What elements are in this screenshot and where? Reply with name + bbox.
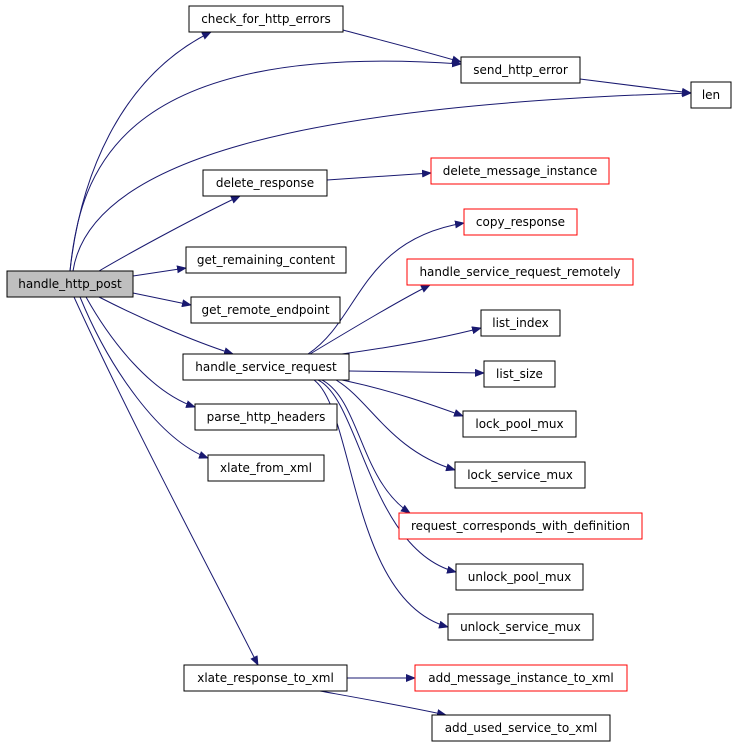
edge-handle_http_post-to-parse_http_headers bbox=[85, 296, 196, 408]
node-box bbox=[207, 454, 325, 482]
node-box bbox=[188, 5, 344, 33]
edge-handle_http_post-to-get_remote_endpoint bbox=[132, 292, 192, 308]
node-label: xlate_response_to_xml bbox=[197, 671, 334, 685]
edge-handle_service_request-to-list_size bbox=[348, 368, 485, 377]
node-delete_message_instance[interactable]: delete_message_instance bbox=[430, 157, 610, 185]
node-box bbox=[194, 403, 338, 431]
node-label: len bbox=[702, 88, 720, 102]
node-box bbox=[462, 410, 577, 438]
node-list_size[interactable]: list_size bbox=[483, 360, 556, 388]
edge-handle_service_request-to-unlock_pool_mux bbox=[317, 379, 457, 574]
nodes-layer: handle_http_post check_for_http_errorssen… bbox=[6, 5, 732, 742]
node-label: copy_response bbox=[476, 215, 565, 229]
node-box bbox=[454, 461, 586, 489]
node-box bbox=[183, 664, 348, 692]
node-box bbox=[447, 613, 594, 641]
node-check_for_http_errors[interactable]: check_for_http_errors bbox=[188, 5, 344, 33]
node-box bbox=[6, 270, 134, 298]
edge-handle_service_request-to-copy_response bbox=[307, 220, 465, 355]
node-label: list_size bbox=[496, 367, 543, 381]
node-box bbox=[690, 81, 732, 109]
node-unlock_pool_mux[interactable]: unlock_pool_mux bbox=[455, 563, 584, 591]
edge-handle_http_post-to-send_http_error bbox=[69, 59, 462, 272]
edge-delete_response-to-delete_message_instance bbox=[326, 169, 432, 181]
node-box bbox=[185, 246, 347, 274]
node-label: get_remaining_content bbox=[197, 253, 336, 267]
edge-handle_http_post-to-len bbox=[72, 89, 692, 272]
edge-check_for_http_errors-to-send_http_error bbox=[342, 29, 462, 64]
node-label: handle_service_request bbox=[195, 360, 337, 374]
edge-handle_http_post-to-xlate_from_xml bbox=[79, 296, 209, 459]
node-label: unlock_pool_mux bbox=[468, 570, 571, 584]
edge-handle_http_post-to-delete_response bbox=[98, 195, 241, 272]
node-label: delete_message_instance bbox=[443, 164, 598, 178]
node-box bbox=[406, 258, 634, 286]
node-request_corresponds_with_definition[interactable]: request_corresponds_with_definition bbox=[398, 512, 643, 540]
node-list_index[interactable]: list_index bbox=[480, 309, 561, 337]
node-label: lock_pool_mux bbox=[475, 417, 563, 431]
node-box bbox=[398, 512, 643, 540]
node-copy_response[interactable]: copy_response bbox=[463, 208, 578, 236]
node-box bbox=[480, 309, 561, 337]
node-label: unlock_service_mux bbox=[460, 620, 581, 634]
node-label: delete_response bbox=[216, 176, 314, 190]
node-box bbox=[202, 169, 328, 197]
node-box bbox=[460, 56, 581, 84]
edges-layer bbox=[69, 29, 692, 717]
edge-handle_service_request-to-list_index bbox=[341, 326, 482, 355]
node-add_message_instance_to_xml[interactable]: add_message_instance_to_xml bbox=[414, 664, 628, 692]
node-label: handle_http_post bbox=[18, 277, 122, 291]
edge-handle_service_request-to-lock_service_mux bbox=[335, 379, 456, 472]
node-box bbox=[182, 353, 350, 381]
edge-handle_http_post-to-xlate_response_to_xml bbox=[73, 296, 259, 666]
node-label: list_index bbox=[492, 316, 548, 330]
edge-handle_http_post-to-check_for_http_errors bbox=[69, 31, 212, 272]
node-get_remaining_content[interactable]: get_remaining_content bbox=[185, 246, 347, 274]
node-label: lock_service_mux bbox=[467, 468, 573, 482]
node-unlock_service_mux[interactable]: unlock_service_mux bbox=[447, 613, 594, 641]
node-lock_service_mux[interactable]: lock_service_mux bbox=[454, 461, 586, 489]
node-box bbox=[455, 563, 584, 591]
node-handle_http_post[interactable]: handle_http_post bbox=[6, 270, 134, 298]
node-len[interactable]: len bbox=[690, 81, 732, 109]
node-box bbox=[431, 714, 611, 742]
node-label: add_used_service_to_xml bbox=[445, 721, 598, 735]
node-box bbox=[483, 360, 556, 388]
edge-xlate_response_to_xml-to-add_used_service_to_xml bbox=[319, 690, 447, 717]
node-lock_pool_mux[interactable]: lock_pool_mux bbox=[462, 410, 577, 438]
node-label: add_message_instance_to_xml bbox=[428, 671, 614, 685]
edge-handle_http_post-to-handle_service_request bbox=[98, 296, 234, 356]
edge-handle_service_request-to-request_corresponds_with_definition bbox=[321, 379, 411, 514]
node-label: check_for_http_errors bbox=[201, 12, 331, 26]
node-label: get_remote_endpoint bbox=[201, 303, 329, 317]
edge-send_http_error-to-len bbox=[579, 78, 692, 96]
node-box bbox=[463, 208, 578, 236]
node-add_used_service_to_xml[interactable]: add_used_service_to_xml bbox=[431, 714, 611, 742]
node-box bbox=[430, 157, 610, 185]
node-label: xlate_from_xml bbox=[220, 461, 312, 475]
node-get_remote_endpoint[interactable]: get_remote_endpoint bbox=[190, 296, 341, 324]
edge-handle_service_request-to-unlock_service_mux bbox=[313, 379, 449, 629]
node-box bbox=[190, 296, 341, 324]
node-xlate_from_xml[interactable]: xlate_from_xml bbox=[207, 454, 325, 482]
node-label: parse_http_headers bbox=[207, 410, 326, 424]
node-label: send_http_error bbox=[473, 63, 568, 77]
edge-handle_http_post-to-get_remaining_content bbox=[132, 265, 187, 277]
node-parse_http_headers[interactable]: parse_http_headers bbox=[194, 403, 338, 431]
node-box bbox=[414, 664, 628, 692]
node-send_http_error[interactable]: send_http_error bbox=[460, 56, 581, 84]
node-label: handle_service_request_remotely bbox=[419, 265, 620, 279]
edge-handle_service_request-to-lock_pool_mux bbox=[341, 379, 464, 417]
node-handle_service_request_remotely[interactable]: handle_service_request_remotely bbox=[406, 258, 634, 286]
node-handle_service_request[interactable]: handle_service_request bbox=[182, 353, 350, 381]
edge-handle_service_request-to-handle_service_request_remotely bbox=[309, 284, 431, 355]
node-label: request_corresponds_with_definition bbox=[411, 519, 630, 533]
node-delete_response[interactable]: delete_response bbox=[202, 169, 328, 197]
node-xlate_response_to_xml[interactable]: xlate_response_to_xml bbox=[183, 664, 348, 692]
